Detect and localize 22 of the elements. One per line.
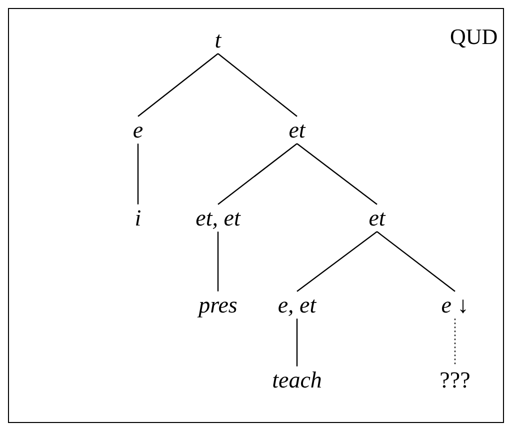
tree-node-label: et, et <box>194 205 242 231</box>
tree-node-label: et <box>288 117 306 143</box>
tree-branch <box>376 231 456 292</box>
tree-branch <box>296 318 298 366</box>
tree-branch <box>296 231 378 292</box>
dotted-tree-branch <box>454 318 456 367</box>
tree-node-label: ??? <box>438 367 472 393</box>
tree-branch <box>217 232 219 292</box>
tree-branch <box>138 53 218 117</box>
tree-node-label: teach <box>271 367 323 393</box>
tree-node-label: t <box>214 27 222 53</box>
tree-node-label: i <box>134 205 142 231</box>
tree-branch <box>218 53 298 117</box>
tree-branch <box>218 143 298 205</box>
tree-node-label: e ↓ <box>440 292 470 318</box>
tree-branch <box>296 143 378 205</box>
tree-branch <box>137 144 139 204</box>
tree-node-label: pres <box>198 292 238 318</box>
tree-node-label: et <box>368 205 386 231</box>
corner-label: QUD <box>450 24 498 50</box>
tree-node-label: e, et <box>276 292 318 318</box>
tree-node-label: e <box>132 117 144 143</box>
